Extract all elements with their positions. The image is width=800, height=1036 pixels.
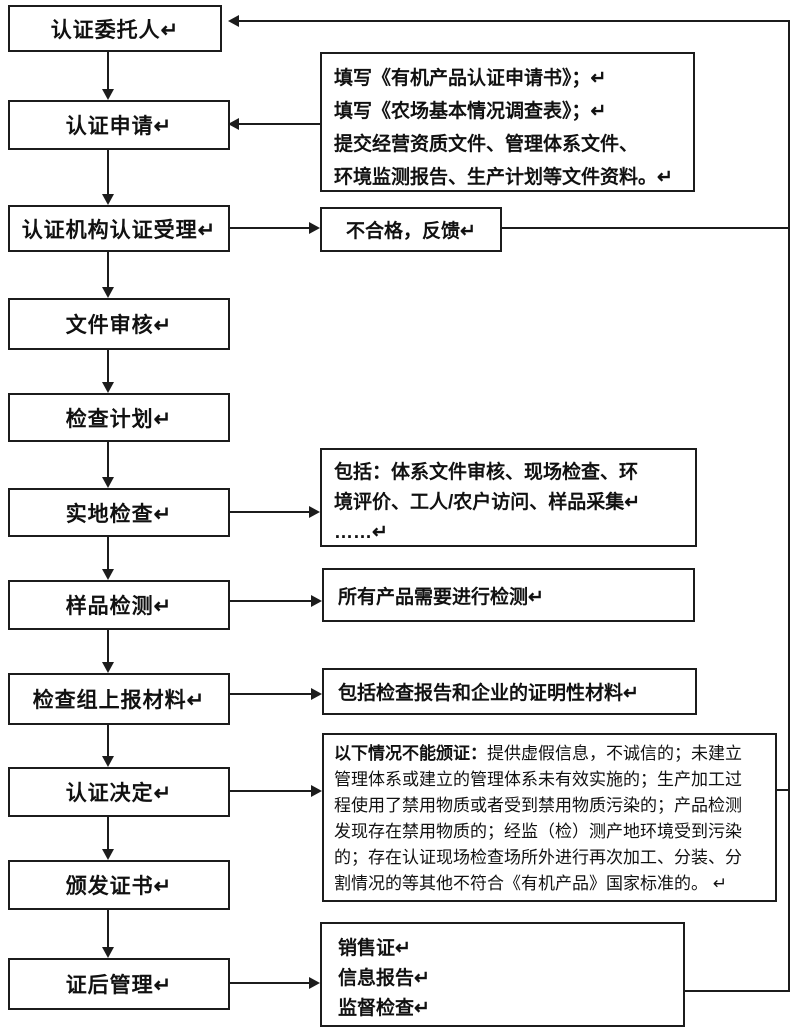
note-connector-line <box>230 982 309 984</box>
flow-box-label: 实地检查↵ <box>65 502 173 526</box>
flow-box-label: 检查组上报材料↵ <box>32 689 206 712</box>
note-inspection-scope: 包括：体系文件审核、现场检查、环 境评价、工人/农户访问、样品采集↵ ……↵ <box>320 448 697 547</box>
note-line: 发现存在禁用物质的；经监（检）测产地环境受到污染 <box>334 822 742 841</box>
note-line: 环境监测报告、生产计划等文件资料。↵ <box>334 167 673 188</box>
flow-connector-line <box>107 630 109 662</box>
arrow-right-icon <box>311 688 322 700</box>
arrow-down-icon <box>102 287 114 298</box>
note-line: 提交经营资质文件、管理体系文件、 <box>334 134 639 155</box>
flow-connector-line <box>107 252 109 287</box>
note-decision-lead: 以下情况不能颁证： <box>334 744 487 763</box>
arrow-down-icon <box>102 662 114 673</box>
note-line: 包括：体系文件审核、现场检查、环 <box>334 462 639 483</box>
flow-box-label: 认证申请↵ <box>65 115 173 138</box>
note-connector-line <box>230 600 311 602</box>
note-application-requirements: 填写《有机产品认证申请书》；↵ 填写《农场基本情况调查表》；↵ 提交经营资质文件… <box>320 52 695 192</box>
flow-box-label: 认证决定↵ <box>65 782 173 805</box>
arrow-down-icon <box>102 89 114 100</box>
note-fail-feedback: 不合格，反馈↵ <box>320 207 502 252</box>
arrow-right-icon <box>309 977 320 989</box>
flow-box-label: 认证机构认证受理↵ <box>21 218 217 242</box>
arrow-right-icon <box>309 506 320 518</box>
flow-box-label: 文件审核↵ <box>65 314 173 337</box>
note-line: 境评价、工人/农户访问、样品采集↵ <box>334 492 641 513</box>
flow-box-label: 认证委托人↵ <box>50 18 180 42</box>
note-report-materials: 包括检查报告和企业的证明性材料↵ <box>322 668 697 715</box>
note-connector-line <box>230 511 309 513</box>
note-line: 割情况的等其他不符合《有机产品》国家标准的。 ↵ <box>334 874 727 893</box>
note-line: ……↵ <box>334 522 388 543</box>
arrow-left-icon <box>228 118 239 130</box>
feedback-top-line <box>239 20 790 22</box>
feedback-branch-line <box>777 789 790 791</box>
flow-box-document-review: 文件审核↵ <box>8 298 230 350</box>
note-line: 以下情况不能颁证：提供虚假信息，不诚信的；未建立 <box>334 741 765 767</box>
note-connector-line <box>230 693 311 695</box>
flow-box-certification-application: 认证申请↵ <box>8 100 230 150</box>
flow-connector-line <box>107 537 109 569</box>
note-decision-rules: 以下情况不能颁证：提供虚假信息，不诚信的；未建立 管理体系或建立的管理体系未有效… <box>322 733 777 902</box>
feedback-branch-line <box>685 990 790 992</box>
flow-box-sample-testing: 样品检测↵ <box>8 580 230 630</box>
flow-connector-line <box>107 817 109 849</box>
arrow-down-icon <box>102 849 114 860</box>
note-line: 监督检查↵ <box>338 998 430 1019</box>
flow-box-certificate-issuance: 颁发证书↵ <box>8 860 230 910</box>
flow-connector-line <box>107 52 109 89</box>
feedback-vertical-line <box>788 20 790 992</box>
flow-connector-line <box>107 350 109 382</box>
flow-box-acceptance-by-certification-body: 认证机构认证受理↵ <box>8 205 230 252</box>
arrow-down-icon <box>102 194 114 205</box>
flow-box-inspection-team-report: 检查组上报材料↵ <box>8 673 230 725</box>
flow-box-label: 颁发证书↵ <box>65 875 173 898</box>
note-line: 程使用了禁用物质或者受到禁用物质污染的；产品检测 <box>334 796 742 815</box>
arrow-right-icon <box>309 222 320 234</box>
arrow-down-icon <box>102 569 114 580</box>
flow-connector-line <box>107 442 109 477</box>
note-line: 填写《有机产品认证申请书》；↵ <box>334 68 607 89</box>
flow-box-post-certification-management: 证后管理↵ <box>8 958 230 1010</box>
flow-connector-line <box>107 910 109 947</box>
flow-box-certification-decision: 认证决定↵ <box>8 767 230 817</box>
arrow-down-icon <box>102 477 114 488</box>
feedback-branch-line <box>502 227 790 229</box>
flow-box-label: 证后管理↵ <box>65 974 173 997</box>
note-sample-testing: 所有产品需要进行检测↵ <box>322 568 695 622</box>
note-line: 的；存在认证现场检查场所外进行再次加工、分装、分 <box>334 848 742 867</box>
flow-connector-line <box>107 725 109 756</box>
flow-box-label: 样品检测↵ <box>65 595 173 618</box>
note-line: 填写《农场基本情况调查表》；↵ <box>334 101 607 122</box>
flow-box-inspection-plan: 检查计划↵ <box>8 393 230 442</box>
note-line-rest: 提供虚假信息，不诚信的；未建立 <box>487 744 742 763</box>
note-line: 信息报告↵ <box>338 968 430 989</box>
note-post-management: 销售证↵ 信息报告↵ 监督检查↵ <box>320 922 685 1027</box>
flow-box-onsite-inspection: 实地检查↵ <box>8 488 230 537</box>
arrow-down-icon <box>102 756 114 767</box>
arrow-right-icon <box>311 595 322 607</box>
arrow-left-icon <box>228 15 239 27</box>
note-text: 所有产品需要进行检测↵ <box>338 586 544 608</box>
flow-box-label: 检查计划↵ <box>65 407 173 431</box>
note-line: 管理体系或建立的管理体系未有效实施的；生产加工过 <box>334 770 742 789</box>
note-connector-line <box>230 227 309 229</box>
note-connector-line <box>239 123 320 125</box>
flow-box-certification-client: 认证委托人↵ <box>8 5 222 52</box>
arrow-down-icon <box>102 382 114 393</box>
flow-connector-line <box>107 150 109 194</box>
arrow-down-icon <box>102 947 114 958</box>
note-line: 销售证↵ <box>338 938 411 959</box>
note-text: 不合格，反馈↵ <box>346 221 476 242</box>
note-connector-line <box>230 790 311 792</box>
arrow-right-icon <box>311 785 322 797</box>
note-text: 包括检查报告和企业的证明性材料↵ <box>338 683 639 704</box>
